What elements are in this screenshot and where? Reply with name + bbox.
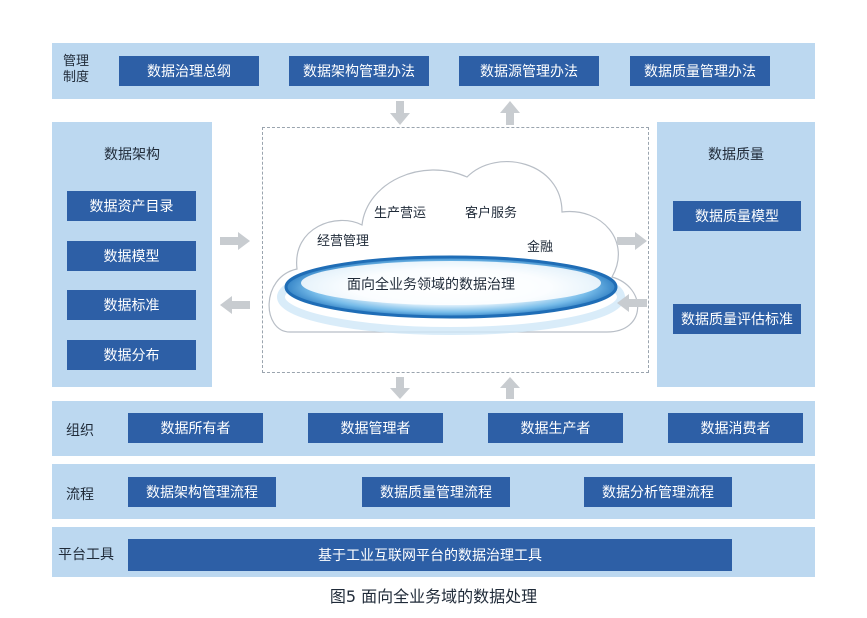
cloud-word-operations: 经营管理 (317, 234, 370, 249)
arrow-left-icon (617, 294, 647, 312)
cloud-word-production: 生产营运 (374, 206, 427, 221)
cloud-frame (262, 127, 649, 373)
quality-title: 数据质量 (708, 147, 764, 163)
cloud-center-text: 面向全业务领域的数据治理 (347, 277, 515, 293)
quality-panel: 数据质量 (657, 122, 815, 387)
quality-item-model: 数据质量模型 (673, 201, 801, 231)
platform-item-tool: 基于工业互联网平台的数据治理工具 (128, 539, 732, 571)
organization-item-producer: 数据生产者 (488, 413, 623, 443)
management-item-architecture: 数据架构管理办法 (289, 56, 429, 86)
management-item-quality: 数据质量管理办法 (630, 56, 770, 86)
organization-label: 组织 (66, 423, 94, 439)
platform-label: 平台工具 (58, 547, 114, 563)
architecture-item-standard: 数据标准 (67, 290, 196, 320)
architecture-item-catalog: 数据资产目录 (67, 191, 196, 221)
organization-item-owner: 数据所有者 (128, 413, 263, 443)
arrow-down-icon (390, 101, 410, 125)
management-item-governance: 数据治理总纲 (119, 56, 259, 86)
figure-caption: 图5 面向全业务域的数据处理 (329, 587, 538, 606)
architecture-title: 数据架构 (104, 147, 160, 163)
arrow-left-icon (220, 296, 250, 314)
architecture-item-distribution: 数据分布 (67, 340, 196, 370)
process-item-architecture: 数据架构管理流程 (128, 477, 276, 507)
arrow-right-icon (220, 232, 250, 250)
organization-item-consumer: 数据消费者 (668, 413, 803, 443)
management-label-line1: 管理 (62, 54, 89, 69)
architecture-item-model: 数据模型 (67, 241, 196, 271)
management-item-source: 数据源管理办法 (459, 56, 599, 86)
process-item-quality: 数据质量管理流程 (362, 477, 510, 507)
management-label-line2: 制度 (62, 70, 89, 85)
process-label: 流程 (66, 487, 94, 503)
cloud-word-finance: 金融 (527, 240, 554, 255)
organization-item-manager: 数据管理者 (308, 413, 443, 443)
management-label: 管理 制度 (60, 54, 92, 86)
cloud-word-customer: 客户服务 (465, 206, 518, 221)
quality-item-standard: 数据质量评估标准 (673, 304, 801, 334)
arrow-up-icon (500, 101, 520, 125)
arrow-down-icon (390, 377, 410, 399)
process-item-analysis: 数据分析管理流程 (584, 477, 732, 507)
arrow-right-icon (617, 232, 647, 250)
cloud-graphic (268, 161, 639, 335)
arrow-up-icon (500, 377, 520, 399)
